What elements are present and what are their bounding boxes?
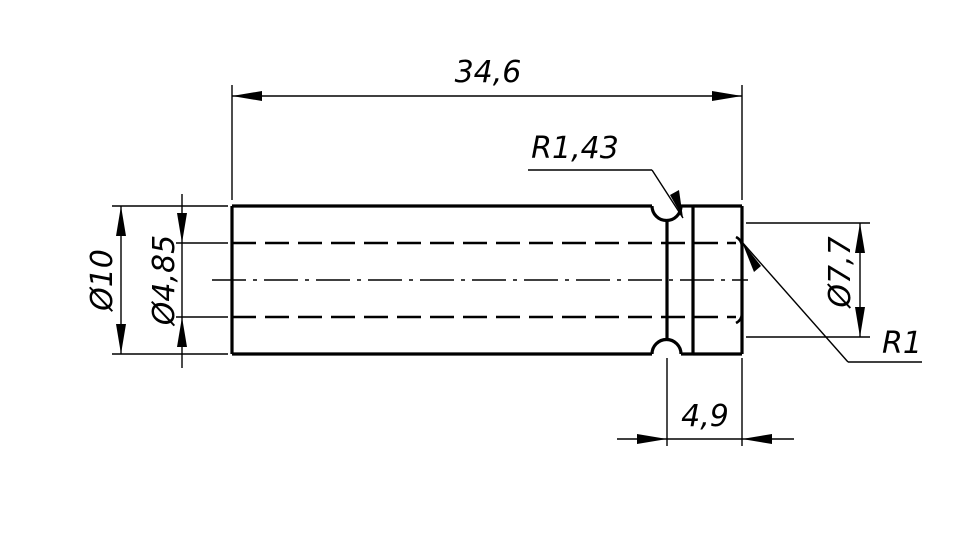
end-length-label: 4,9 (681, 399, 729, 434)
dim-overall-length: 34,6 (231, 55, 743, 200)
dim-bore-diameter: Ø4,85 (147, 194, 228, 368)
bottom-groove-arc (650, 337, 683, 355)
dim-end-length: 4,9 (617, 358, 794, 446)
dim-end-diameter: Ø7,7 (746, 222, 870, 338)
outer-diameter-label: Ø10 (85, 249, 120, 313)
part-outline (230, 204, 744, 356)
dim-outer-diameter: Ø10 (85, 205, 228, 355)
groove-radius-label: R1,43 (531, 131, 619, 166)
bore-diameter-label: Ø4,85 (147, 235, 182, 327)
dim-groove-radius: R1,43 (528, 131, 684, 219)
overall-length-label: 34,6 (455, 55, 522, 90)
end-diameter-label: Ø7,7 (823, 236, 858, 309)
dim-fillet-radius: R1 (741, 241, 922, 363)
fillet-radius-label: R1 (882, 326, 922, 361)
